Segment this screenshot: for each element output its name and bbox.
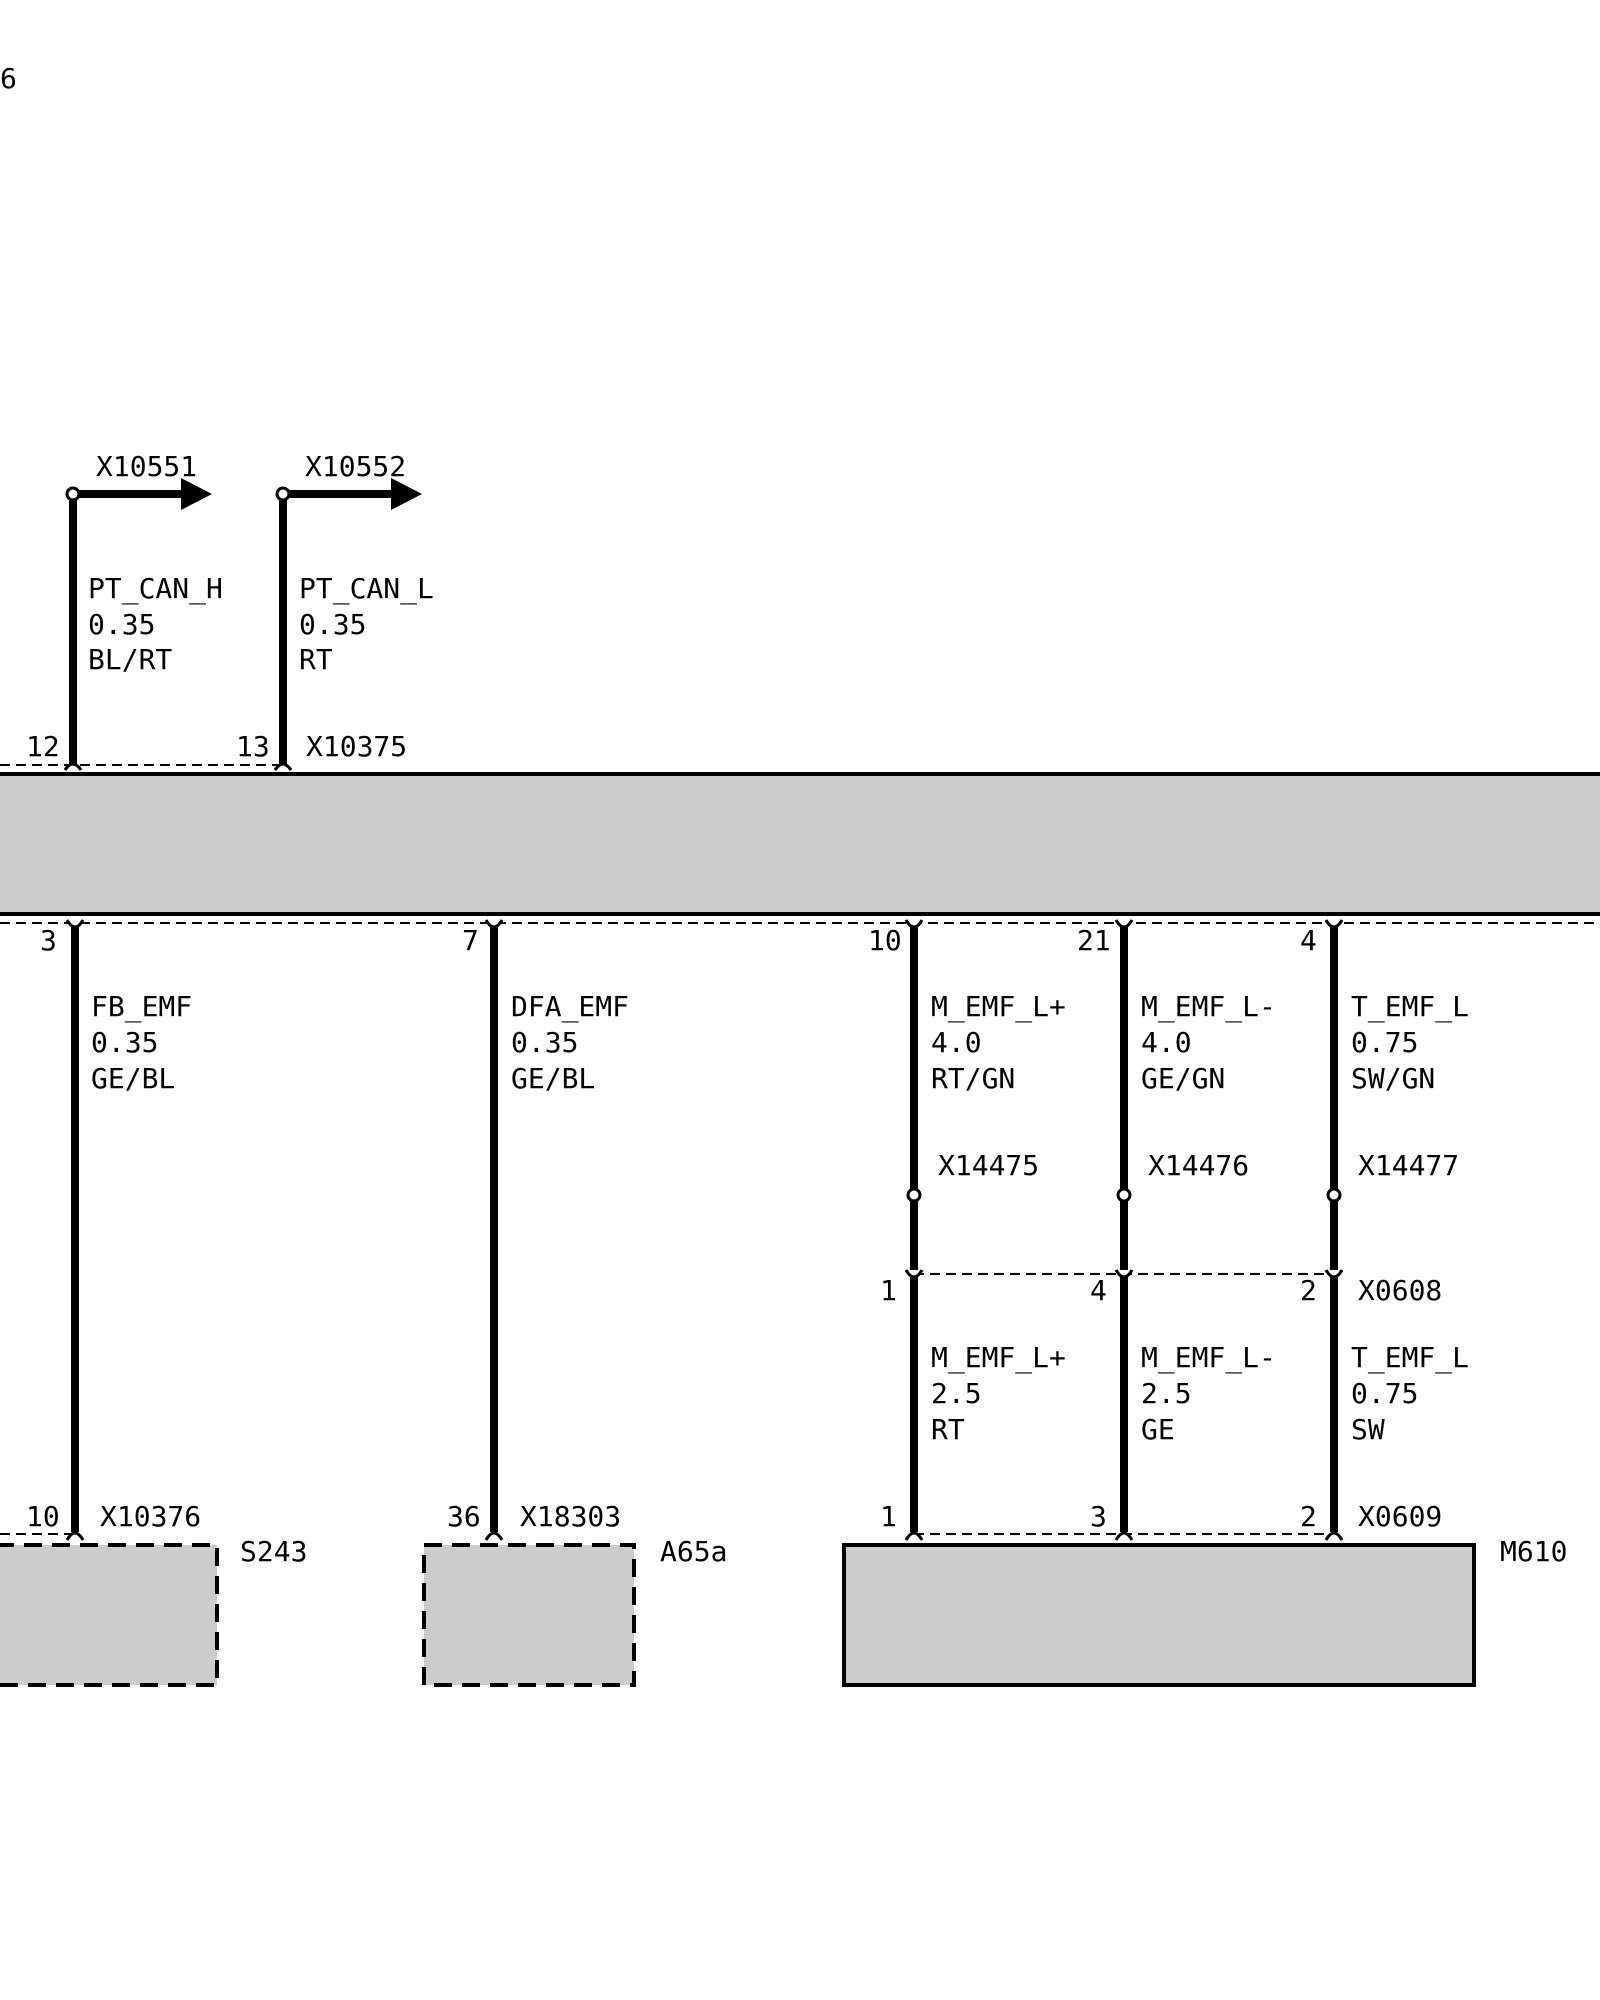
component-label-a65a: A65a	[660, 1535, 727, 1568]
color-label-dfa-emf: GE/BL	[511, 1062, 595, 1095]
pin-socket	[1114, 919, 1134, 929]
pin-number: 2	[1300, 1500, 1317, 1533]
corner-text: 6	[0, 62, 17, 95]
signal-label-upper: M_EMF_L+	[931, 990, 1066, 1024]
pin-number: 2	[1300, 1274, 1317, 1307]
gauge-label-dfa-emf: 0.35	[511, 1026, 578, 1059]
color-label-lower: GE	[1141, 1413, 1175, 1446]
gauge-label-lower: 2.5	[1141, 1377, 1192, 1410]
connector-label-x0608: X0608	[1358, 1274, 1442, 1307]
component-label-m610: M610	[1500, 1535, 1567, 1568]
signal-label-upper: M_EMF_L-	[1141, 990, 1276, 1024]
pin-socket	[904, 1531, 924, 1541]
pin-socket	[1114, 1531, 1134, 1541]
gauge-label-upper: 4.0	[931, 1026, 982, 1059]
pin-number: 4	[1300, 924, 1317, 957]
color-label-pt-can-h: BL/RT	[88, 643, 172, 676]
splice-label: X14477	[1358, 1149, 1459, 1182]
wire-pt-can-h[interactable]	[65, 478, 212, 764]
control-unit-block[interactable]	[0, 772, 1600, 916]
pin-socket	[904, 1269, 924, 1279]
wire-pt-can-l[interactable]	[275, 478, 422, 764]
pin-number: 3	[40, 924, 57, 957]
gauge-label-lower: 2.5	[931, 1377, 982, 1410]
gauge-label-pt-can-h: 0.35	[88, 608, 155, 641]
color-label-upper: RT/GN	[931, 1062, 1015, 1095]
pin-socket	[1324, 919, 1344, 929]
gauge-label-upper: 0.75	[1351, 1026, 1418, 1059]
connector-label-x10376: X10376	[100, 1500, 201, 1533]
pin-socket	[484, 1531, 504, 1541]
pin-number: 7	[462, 924, 479, 957]
splice-dot	[1116, 1187, 1132, 1203]
color-label-fb-emf: GE/BL	[91, 1062, 175, 1095]
connector-label-x10375: X10375	[306, 730, 407, 763]
gauge-label-upper: 4.0	[1141, 1026, 1192, 1059]
pin-socket	[1324, 1269, 1344, 1279]
pin-number: 21	[1077, 924, 1111, 957]
signal-label-upper: T_EMF_L	[1351, 990, 1469, 1024]
pin-socket	[273, 762, 293, 771]
connector-label-x18303: X18303	[520, 1500, 621, 1533]
splice-dot	[906, 1187, 922, 1203]
pin-socket	[1114, 1269, 1134, 1279]
gauge-label-fb-emf: 0.35	[91, 1026, 158, 1059]
component-s243[interactable]	[0, 1543, 219, 1687]
color-label-pt-can-l: RT	[299, 643, 333, 676]
gauge-label-pt-can-l: 0.35	[299, 608, 366, 641]
splice-label: X14476	[1148, 1149, 1249, 1182]
signal-label-lower: M_EMF_L+	[931, 1341, 1066, 1375]
pin-number: 1	[880, 1500, 897, 1533]
signal-label-dfa-emf: DFA_EMF	[511, 990, 629, 1024]
splice-label: X14475	[938, 1149, 1039, 1182]
junction-dot	[275, 486, 291, 502]
component-a65a[interactable]	[422, 1543, 636, 1687]
pin-number: 4	[1090, 1274, 1107, 1307]
target-label-x10552: X10552	[305, 450, 406, 483]
color-label-lower: SW	[1351, 1413, 1385, 1446]
pin-number: 12	[26, 730, 60, 763]
pin-number: 10	[868, 924, 902, 957]
signal-label-pt-can-h: PT_CAN_H	[88, 572, 223, 606]
junction-dot	[65, 486, 81, 502]
signal-label-lower: T_EMF_L	[1351, 1341, 1469, 1375]
pin-number: 3	[1090, 1500, 1107, 1533]
target-label-x10551: X10551	[96, 450, 197, 483]
arrow-right-icon	[181, 478, 212, 510]
pin-socket	[63, 762, 83, 771]
signal-label-lower: M_EMF_L-	[1141, 1341, 1276, 1375]
color-label-upper: SW/GN	[1351, 1062, 1435, 1095]
pin-socket	[65, 1531, 85, 1541]
connector-label-x0609: X0609	[1358, 1500, 1442, 1533]
signal-label-fb-emf: FB_EMF	[91, 990, 192, 1024]
color-label-upper: GE/GN	[1141, 1062, 1225, 1095]
pin-number: 36	[447, 1500, 481, 1533]
pin-number: 13	[236, 730, 270, 763]
component-label-s243: S243	[240, 1535, 307, 1568]
pin-number: 10	[26, 1500, 60, 1533]
pin-socket	[484, 919, 504, 929]
pin-socket	[65, 919, 85, 929]
gauge-label-lower: 0.75	[1351, 1377, 1418, 1410]
component-m610[interactable]	[842, 1543, 1476, 1687]
pin-socket	[1324, 1531, 1344, 1541]
signal-label-pt-can-l: PT_CAN_L	[299, 572, 434, 606]
pin-number: 1	[880, 1274, 897, 1307]
pin-socket	[904, 919, 924, 929]
splice-dot	[1326, 1187, 1342, 1203]
arrow-right-icon	[391, 478, 422, 510]
color-label-lower: RT	[931, 1413, 965, 1446]
